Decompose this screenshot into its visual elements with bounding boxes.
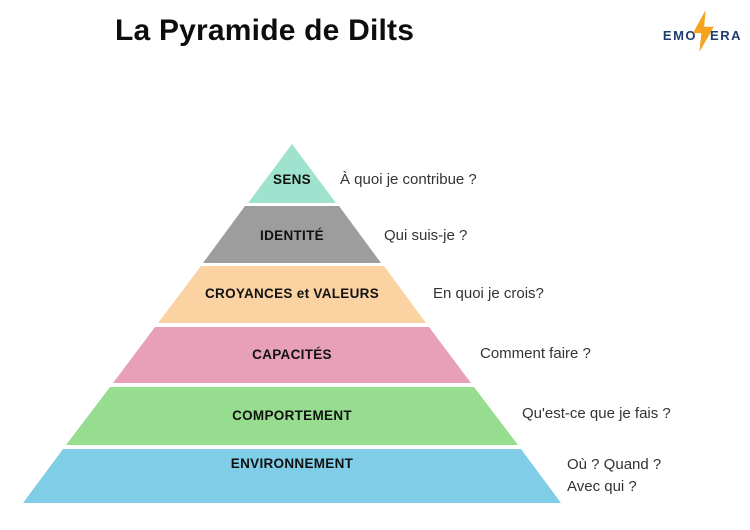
level-label-environnement: ENVIRONNEMENT [230, 456, 354, 471]
dilts-pyramid: SENS IDENTITÉ CROYANCES et VALEURS CAPAC… [23, 144, 561, 504]
logo-text-emo: EMO [662, 28, 698, 43]
level-label-identite: IDENTITÉ [260, 228, 324, 243]
question-comportement: Qu'est-ce que je fais ? [522, 405, 671, 422]
question-capacites: Comment faire ? [480, 345, 591, 362]
question-identite: Qui suis-je ? [384, 227, 468, 244]
page-title: La Pyramide de Dilts [115, 14, 415, 47]
lightning-bolt-shape [693, 10, 715, 52]
pyramid-level-environnement [23, 449, 561, 503]
emovera-logo: EMO ERA [662, 10, 742, 52]
lightning-bolt-icon [693, 10, 715, 52]
question-croyances-valeurs: En quoi je crois? [433, 285, 544, 302]
level-label-capacites: CAPACITÉS [252, 347, 332, 362]
level-label-comportement: COMPORTEMENT [232, 408, 352, 423]
question-environnement: Où ? Quand ? Avec qui ? [567, 456, 662, 495]
logo-text-era: ERA [710, 28, 742, 43]
level-label-sens: SENS [273, 172, 311, 187]
pyramid-level-capacites [113, 327, 471, 383]
pyramid-level-comportement [66, 387, 518, 445]
question-sens: À quoi je contribue ? [340, 171, 477, 188]
pyramid-level-croyances-valeurs [158, 266, 426, 323]
level-label-croyances-valeurs: CROYANCES et VALEURS [204, 286, 380, 301]
